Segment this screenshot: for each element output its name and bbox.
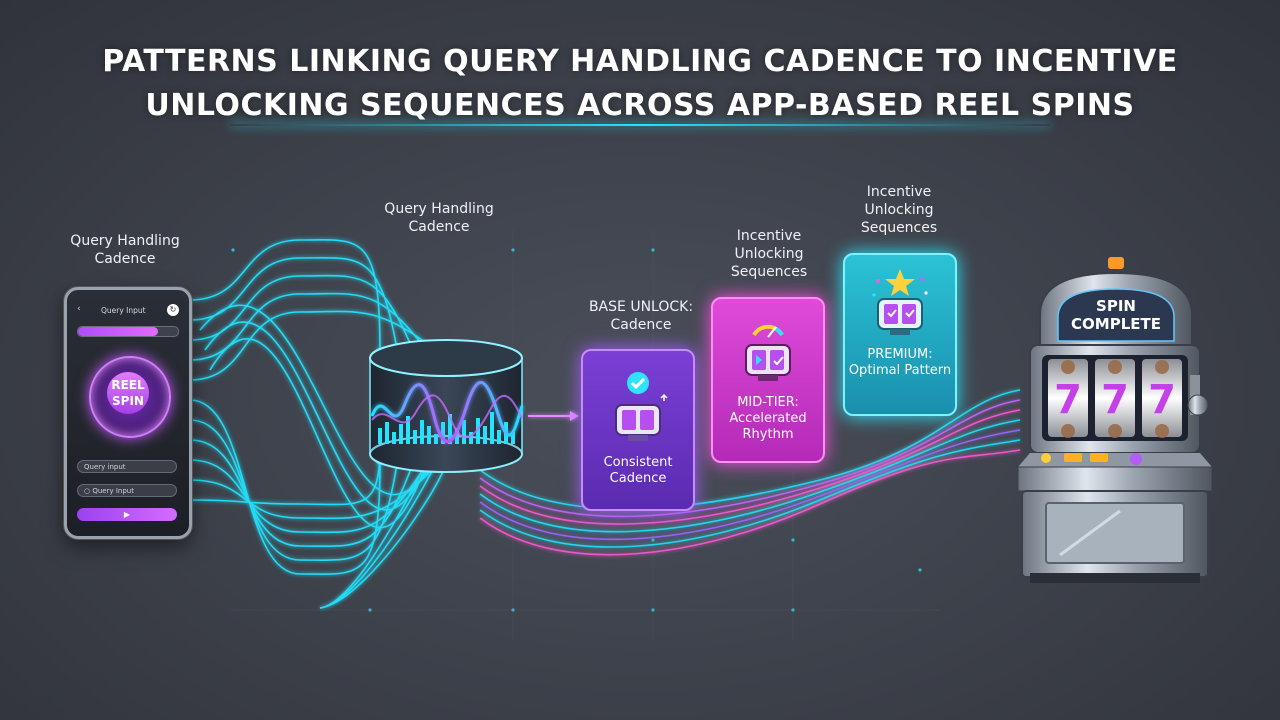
cyan-flow-line <box>189 256 399 356</box>
cyan-flow-line <box>189 439 417 548</box>
title-line-2: UNLOCKING SEQUENCES ACROSS APP-BASED REE… <box>145 88 1135 123</box>
outcome-flow-line <box>479 419 1021 533</box>
outcome-flow-line <box>479 389 1021 510</box>
base-unlock-card: Consistent Cadence <box>581 349 695 511</box>
play-button[interactable]: ▶ <box>77 508 177 521</box>
reel-spin-ring: REEL SPIN <box>89 356 171 438</box>
mid-tier-heading: Incentive Unlocking Sequences <box>730 228 808 280</box>
base-unlock-label: BASE UNLOCK: Cadence <box>588 299 694 333</box>
page-title: PATTERNS LINKING QUERY HANDLING CADENCE … <box>40 40 1240 128</box>
cadence-cylinder <box>369 339 524 473</box>
waveform-line <box>370 381 524 443</box>
reel-2-symbol: 7 <box>1101 377 1129 423</box>
reel-spin-button[interactable]: REEL SPIN <box>107 372 149 414</box>
play-icon: ▶ <box>123 510 131 519</box>
waveform-bars <box>378 412 515 444</box>
title-line-1: PATTERNS LINKING QUERY HANDLING CADENCE … <box>102 44 1178 79</box>
cyan-flow-line <box>189 419 399 562</box>
progress-bar <box>77 326 179 337</box>
spin-complete-text-2: COMPLETE <box>1071 315 1161 333</box>
outcome-flow-line <box>479 429 1021 541</box>
back-arrow-icon[interactable]: ‹ <box>77 304 81 314</box>
base-card-text: Consistent Cadence <box>603 455 673 486</box>
query-input-2-text: Query Input <box>92 487 134 495</box>
check-reel-icon <box>615 372 668 441</box>
slot-machine: SPIN COMPLETE 7 7 7 <box>1017 257 1213 583</box>
slot-button-4[interactable] <box>1130 453 1142 465</box>
cyan-flow-line <box>189 445 381 506</box>
search-icon: ○ <box>84 487 93 495</box>
spin-complete-text-1: SPIN <box>1096 297 1136 315</box>
cyan-flow-line <box>189 399 381 575</box>
outcome-flow-line <box>479 409 1021 525</box>
left-label: Query Handling Cadence <box>70 233 180 267</box>
refresh-icon[interactable]: ↻ <box>167 304 179 316</box>
title-underline <box>230 124 1050 126</box>
gauge-reel-icon <box>745 324 791 381</box>
premium-heading: Incentive Unlocking Sequences <box>860 184 938 236</box>
query-input-field-1[interactable]: Query input <box>77 460 177 473</box>
phone-app: ‹ Query Input ↻ REEL SPIN Query input ○ … <box>64 287 192 539</box>
slot-button-2[interactable] <box>1064 453 1082 462</box>
reel-3-symbol: 7 <box>1148 377 1176 423</box>
gear-icon <box>1061 360 1169 438</box>
premium-card-text: PREMIUM: Optimal Pattern <box>848 347 952 378</box>
outcome-flow-line <box>479 399 1021 518</box>
premium-card: PREMIUM: Optimal Pattern <box>843 253 957 416</box>
grid-dots <box>231 248 922 612</box>
cyan-flow-line <box>209 338 448 609</box>
cyan-flow-line <box>189 448 453 520</box>
outcome-flow-line <box>479 449 1021 556</box>
mid-tier-card-text: MID-TIER: Accelerated Rhythm <box>729 395 807 442</box>
slot-button-1[interactable] <box>1041 453 1051 463</box>
cyan-flow-line <box>189 310 453 381</box>
query-input-field-2[interactable]: ○ Query Input <box>77 484 177 497</box>
right-flows <box>479 389 1021 556</box>
slot-button-3[interactable] <box>1090 453 1108 462</box>
cyan-flow-line <box>189 239 381 353</box>
outcome-flow-line <box>479 439 1021 548</box>
center-label: Query Handling Cadence <box>384 201 494 235</box>
phone-header-title: Query Input <box>101 306 146 315</box>
star-reel-icon <box>872 269 928 335</box>
reel-1-symbol: 7 <box>1054 377 1082 423</box>
phone-header: ‹ Query Input ↻ <box>75 304 179 318</box>
mid-tier-card: MID-TIER: Accelerated Rhythm <box>711 297 825 463</box>
arrow-to-base <box>528 411 579 421</box>
lever-knob-icon[interactable] <box>1187 394 1209 416</box>
cyan-flow-line <box>199 304 448 609</box>
